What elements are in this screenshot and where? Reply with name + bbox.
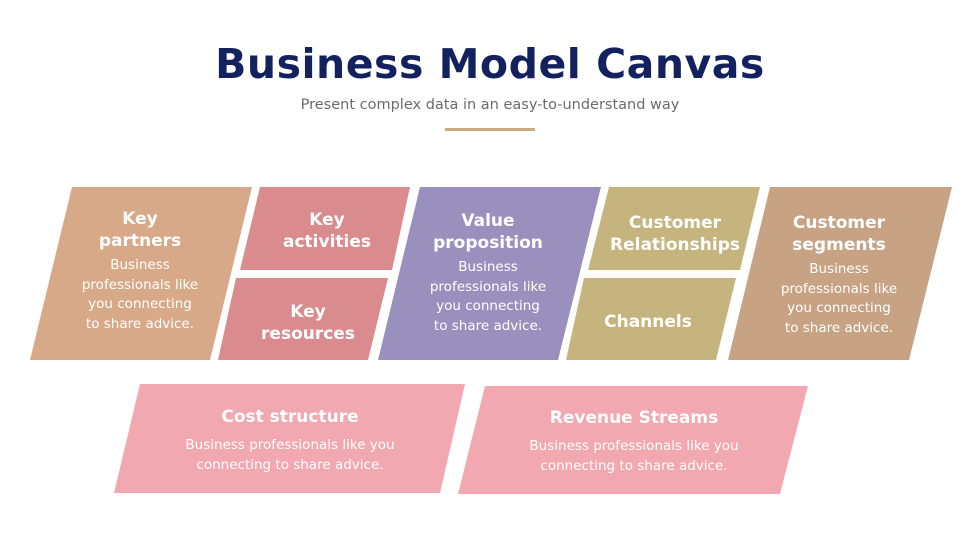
revenue-streams-description: Business professionals like you connecti…: [529, 438, 739, 474]
title-divider: [445, 128, 535, 131]
value-proposition-block: Value proposition Business professionals…: [404, 210, 572, 336]
page-title: Business Model Canvas: [215, 40, 765, 88]
cost-structure-title: Cost structure: [221, 407, 359, 427]
revenue-streams-shape[interactable]: [458, 386, 808, 494]
customer-relationships-shape[interactable]: [588, 187, 760, 270]
cost-structure-shape[interactable]: [114, 384, 465, 493]
channels-block: Channels: [568, 311, 728, 333]
revenue-streams-block: Revenue Streams Business professionals l…: [493, 407, 775, 476]
key-resources-shape[interactable]: [218, 278, 388, 360]
cost-structure-block: Cost structure Business professionals li…: [150, 406, 430, 475]
channels-title: Channels: [604, 312, 692, 332]
customer-segments-description: Business professionals like you connecti…: [780, 261, 898, 336]
customer-segments-block: Customer segments Business professionals…: [758, 212, 920, 338]
value-proposition-title: Value proposition: [433, 211, 543, 253]
value-proposition-shape[interactable]: [378, 187, 601, 360]
key-partners-description: Business professionals like you connecti…: [81, 257, 199, 332]
key-partners-shape[interactable]: [30, 187, 252, 360]
cost-structure-description: Business professionals like you connecti…: [185, 437, 395, 473]
key-partners-title: Key partners: [98, 209, 182, 251]
key-activities-block: Key activities: [247, 209, 407, 253]
key-activities-title: Key activities: [282, 210, 371, 252]
customer-relationships-title: Customer Relationships: [610, 213, 740, 255]
page-subtitle: Present complex data in an easy-to-under…: [300, 97, 680, 113]
key-resources-block: Key resources: [228, 301, 388, 345]
key-resources-title: Key resources: [261, 302, 355, 344]
channels-shape[interactable]: [566, 278, 736, 360]
key-activities-shape[interactable]: [240, 187, 410, 270]
value-proposition-description: Business professionals like you connecti…: [429, 259, 547, 334]
customer-segments-title: Customer segments: [792, 213, 886, 255]
customer-segments-shape[interactable]: [728, 187, 952, 360]
key-partners-block: Key partners Business professionals like…: [60, 208, 220, 334]
revenue-streams-title: Revenue Streams: [549, 408, 719, 428]
customer-relationships-block: Customer Relationships: [595, 212, 755, 256]
